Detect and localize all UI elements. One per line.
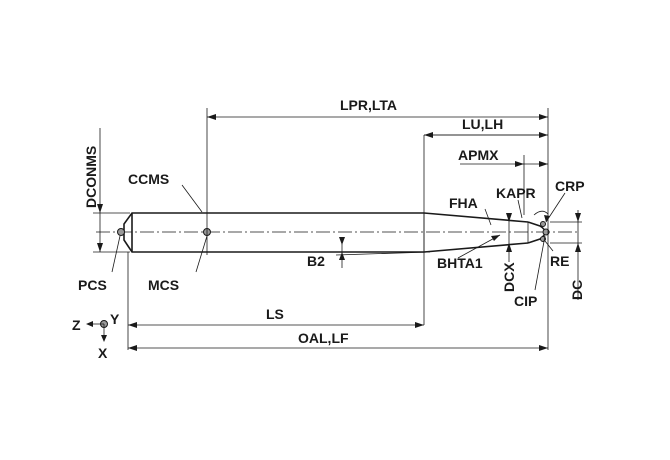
label-fha: FHA [449,195,478,211]
label-cip: CIP [514,293,537,309]
label-dc: DC [569,280,585,300]
label-b2: B2 [307,253,325,269]
label-lu-lh: LU,LH [462,116,503,132]
dimension-dcx [506,213,512,262]
label-axis-x: X [98,345,108,361]
dimension-lpr-lta [207,114,548,120]
label-bhta1: BHTA1 [437,255,483,271]
dimension-dc [575,210,581,300]
label-dconms: DCONMS [83,146,99,208]
leader-lines [111,184,566,291]
dimension-dconms [97,128,103,252]
label-axis-z: Z [72,317,81,333]
dimension-oal-lf [128,345,548,351]
label-mcs: MCS [148,277,179,293]
dimension-lu-lh [424,132,548,138]
label-axis-y: Y [110,311,120,327]
pcs-point [117,228,125,236]
crp-point [540,221,546,227]
label-ls: LS [266,306,284,322]
label-oal-lf: OAL,LF [298,330,349,346]
label-lpr-lta: LPR,LTA [340,97,397,113]
label-re: RE [550,253,569,269]
tool-outline [123,212,546,253]
dimension-apmx [460,155,548,215]
reference-points [117,221,550,242]
dimension-b2 [335,237,431,268]
label-pcs: PCS [78,277,107,293]
label-apmx: APMX [458,147,499,163]
label-ccms: CCMS [128,171,169,187]
coordinate-axes-icon [86,320,108,342]
label-dcx: DCX [501,262,517,292]
label-crp: CRP [555,178,585,194]
label-kapr: KAPR [496,185,536,201]
dimension-ls [128,322,424,328]
cip-point [542,228,550,236]
